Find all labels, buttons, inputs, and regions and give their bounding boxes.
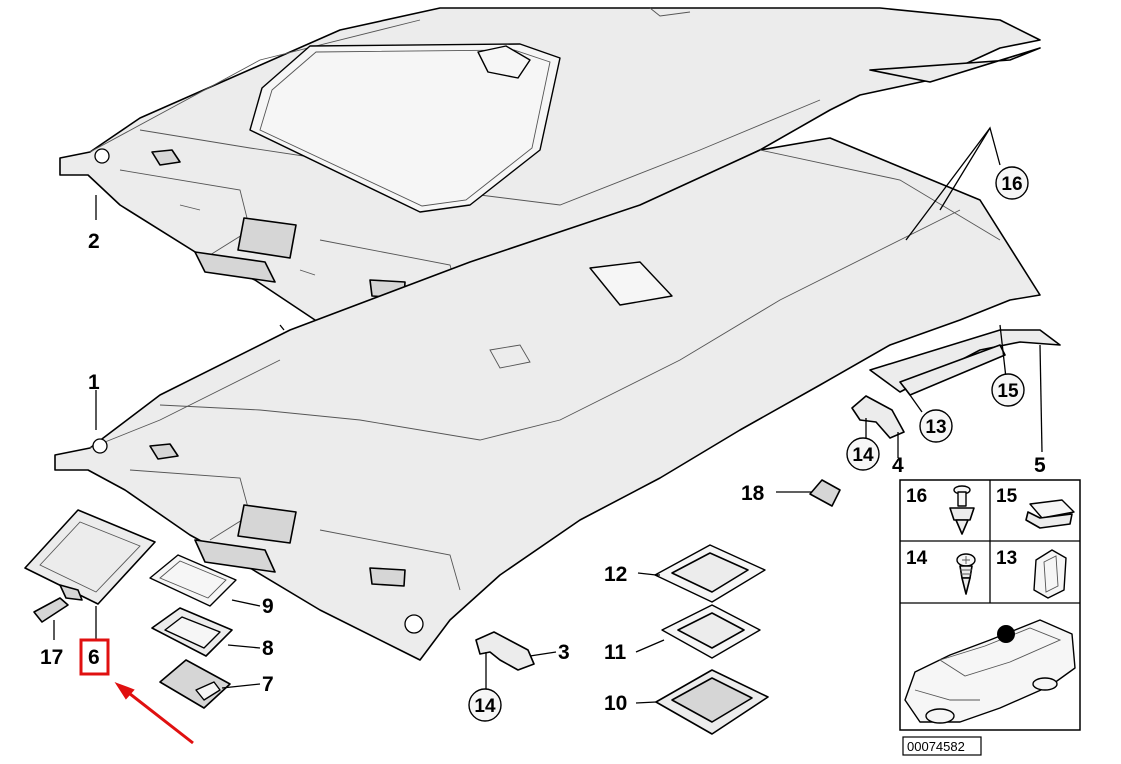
part-9-gasket[interactable] — [149, 554, 237, 607]
part-12-pad[interactable] — [654, 544, 766, 603]
clip-icon — [1025, 499, 1075, 529]
part-6-cover[interactable] — [24, 509, 156, 605]
part-11-frame[interactable] — [661, 604, 761, 659]
inset-label-15: 15 — [996, 486, 1018, 507]
part-4-bracket[interactable] — [851, 395, 905, 439]
label-3: 3 — [558, 641, 570, 664]
headliner-lower — [54, 137, 1061, 661]
highlight-part-6 — [79, 638, 194, 745]
label-7: 7 — [262, 673, 274, 696]
inset-label-14: 14 — [906, 548, 928, 569]
label-1: 1 — [88, 371, 100, 394]
diagram-code-box: 00074582 — [902, 736, 982, 756]
part-18-clip[interactable] — [809, 479, 841, 507]
label-6: 6 — [88, 646, 100, 669]
screw-icon — [956, 553, 976, 595]
label-15: 15 — [997, 381, 1019, 402]
label-5: 5 — [1034, 454, 1046, 477]
label-8: 8 — [262, 637, 274, 660]
label-18: 18 — [741, 482, 765, 505]
inset-label-16: 16 — [906, 486, 927, 507]
label-4: 4 — [892, 454, 904, 477]
label-13: 13 — [925, 417, 946, 438]
headliner-upper — [59, 7, 1041, 381]
part-17-clip[interactable] — [33, 597, 69, 623]
leader-lines — [53, 126, 1043, 704]
spring-clip-icon — [1033, 549, 1067, 599]
rivet-icon — [949, 485, 975, 535]
label-17: 17 — [40, 646, 63, 669]
diagram-code: 00074582 — [907, 739, 965, 754]
label-16: 16 — [1001, 174, 1022, 195]
label-10: 10 — [604, 692, 627, 715]
part-3-bracket[interactable] — [475, 631, 535, 671]
part-10-housing[interactable] — [655, 669, 769, 735]
car-location-icon — [904, 619, 1076, 724]
label-14-lower: 14 — [474, 696, 496, 717]
label-11: 11 — [604, 641, 627, 664]
label-2: 2 — [88, 230, 100, 253]
part-labels: 1 2 3 4 5 6 7 8 9 10 11 12 17 18 13 14 1… — [40, 166, 1046, 722]
label-14-upper: 14 — [852, 445, 874, 466]
part-8-frame[interactable] — [151, 607, 233, 657]
label-9: 9 — [262, 595, 274, 618]
inset-label-13: 13 — [996, 548, 1017, 569]
label-12: 12 — [604, 563, 627, 586]
fastener-inset: 16 15 14 13 — [899, 479, 1081, 731]
part-7-lamp[interactable] — [159, 659, 231, 709]
